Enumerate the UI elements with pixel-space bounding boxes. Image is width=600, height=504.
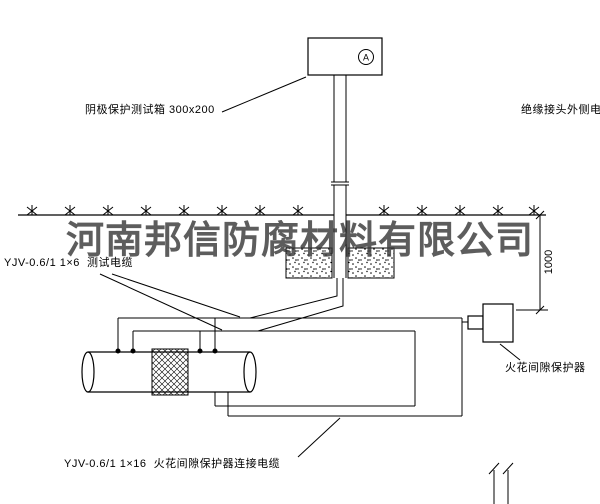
protector-cables [214,318,468,417]
company-watermark: 河南邦信防腐材料有限公司 [65,220,535,262]
concrete-block-right [347,247,395,279]
test-box [307,37,383,76]
insulating-joint [151,348,189,396]
dimension-1000 [516,210,548,315]
spark-gap-protector-label: 火花间隙保护器 [505,362,586,374]
protector-cable-label: YJV-0.6/1 1×16 火花间隙保护器连接电缆 [64,458,281,470]
cable-terminal-dots [115,348,218,354]
concrete-block-left [285,247,333,279]
concrete-blocks [285,247,395,279]
protector-leader-line [499,343,521,361]
svg-text:A: A [363,53,369,63]
dimension-1000-text: 1000 [543,250,555,274]
terminal-dot [212,348,218,354]
cable-leader-lines [99,273,341,458]
terminal-dot [197,348,203,354]
spark-gap-protector [467,303,514,343]
test-box-leader-line [221,76,307,113]
grass-icon [26,204,38,216]
terminal-dot [115,348,121,354]
insulation-joint-outer-cable-label: 绝缘接头外侧电缆 [521,104,600,116]
ammeter-icon: A [358,49,374,65]
test-box-label: 阴极保护测试箱 300x200 [85,104,215,116]
conduit-riser [331,75,349,278]
terminal-dot [130,348,136,354]
test-cables [117,278,462,351]
pipe-break-icon [488,462,514,504]
test-cable-label: YJV-0.6/1 1×6 测试电缆 [4,257,134,269]
